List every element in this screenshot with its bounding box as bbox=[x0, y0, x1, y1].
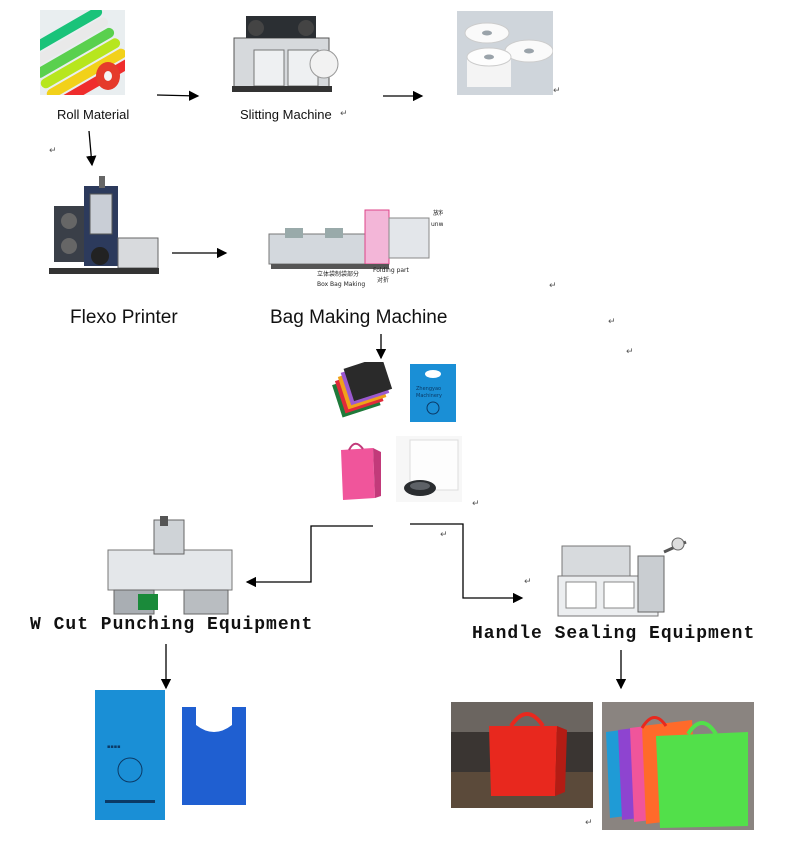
flexo-printer-label: Flexo Printer bbox=[70, 307, 178, 328]
w-cut-punching-label: W Cut Punching Equipment bbox=[30, 615, 314, 635]
blue-bag-image: Zhengyao Machinery bbox=[402, 362, 464, 424]
annotation-cn-unwinding: 放料 bbox=[433, 209, 443, 217]
roll-material-image bbox=[40, 10, 125, 95]
arrow-to-wcut bbox=[245, 525, 373, 588]
annotation-folding-part: Folding part bbox=[373, 267, 410, 274]
red-handle-bag-photo bbox=[451, 702, 593, 808]
paragraph-mark: ↵ bbox=[49, 146, 57, 156]
bag-making-machine-label: Bag Making Machine bbox=[270, 307, 448, 328]
white-pouch-image bbox=[396, 436, 462, 502]
handle-sealing-machine-image bbox=[552, 532, 694, 622]
paragraph-mark: ↵ bbox=[440, 530, 448, 540]
paragraph-mark: ↵ bbox=[340, 109, 348, 119]
annotation-cn-folding: 对折 bbox=[377, 276, 389, 284]
colored-bags-image bbox=[330, 362, 396, 424]
slitting-machine-label: Slitting Machine bbox=[240, 107, 332, 122]
bag-brand-line1: Zhengyao bbox=[416, 386, 441, 392]
arrow-to-handle-sealing bbox=[410, 523, 524, 604]
svg-text:▪▪▪▪: ▪▪▪▪ bbox=[107, 744, 121, 750]
handle-sealing-label: Handle Sealing Equipment bbox=[472, 624, 756, 644]
paragraph-mark: ↵ bbox=[553, 86, 561, 96]
bag-brand-line2: Machinery bbox=[416, 393, 442, 399]
blue-flat-bag-image: ▪▪▪▪ bbox=[95, 690, 165, 820]
pink-bag-image bbox=[333, 436, 389, 502]
paragraph-mark: ↵ bbox=[472, 499, 480, 509]
w-cut-vest-bag-image bbox=[180, 705, 248, 807]
paragraph-mark: ↵ bbox=[585, 818, 593, 828]
slit-rolls-image bbox=[457, 11, 553, 95]
colorful-handle-bags-photo bbox=[602, 702, 754, 830]
annotation-cn-box-bag: 立体袋制袋部分 bbox=[317, 270, 359, 278]
paragraph-mark: ↵ bbox=[626, 347, 634, 357]
paragraph-mark: ↵ bbox=[549, 281, 557, 291]
arrow-roll-to-flexo bbox=[86, 130, 97, 167]
w-cut-punching-machine-image bbox=[98, 516, 242, 618]
paragraph-mark: ↵ bbox=[608, 317, 616, 327]
annotation-box-bag-making: Box Bag Making bbox=[317, 281, 365, 288]
slitting-machine-image bbox=[226, 8, 344, 96]
flexo-printer-image bbox=[44, 176, 164, 282]
annotation-unwinding: unwinding bbox=[431, 221, 443, 228]
paragraph-mark: ↵ bbox=[524, 577, 532, 587]
roll-material-label: Roll Material bbox=[57, 107, 130, 122]
arrow-roll-to-slitting bbox=[156, 90, 200, 101]
bag-making-machine-image: 放料 unwinding 立体袋制袋部分 Box Bag Making Fold… bbox=[265, 206, 443, 292]
